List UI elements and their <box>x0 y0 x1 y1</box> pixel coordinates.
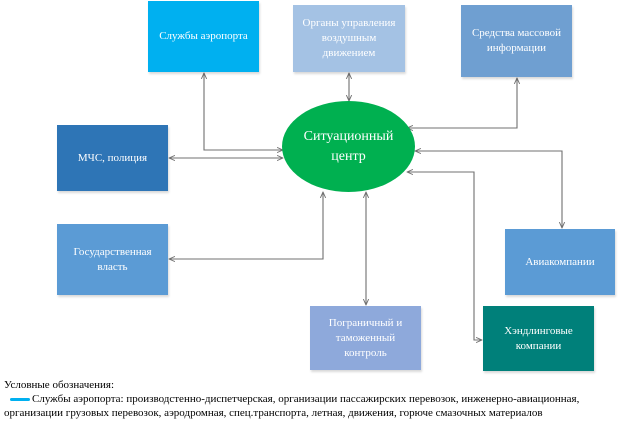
legend-text: Службы аэропорта: производстенно-диспетч… <box>4 393 580 419</box>
node-label: Средства массовой информации <box>471 27 562 54</box>
legend-title: Условные обозначения: <box>4 379 115 391</box>
node-government: Государственная власть <box>57 224 168 295</box>
legend-line-swatch <box>10 397 30 401</box>
node-border-customs: Пограничный и таможенный контроль <box>310 306 421 370</box>
node-emergency-police: МЧС, полиция <box>57 125 168 191</box>
node-mass-media: Средства массовой информации <box>461 5 572 77</box>
node-label: Государственная власть <box>73 245 152 273</box>
center-label: Ситуационный центр <box>303 128 394 164</box>
node-label: Органы управления воздушным движением <box>302 17 396 59</box>
node-label: Авиакомпании <box>525 255 595 268</box>
node-situation-center: Ситуационный центр <box>282 101 415 192</box>
node-handling: Хэндлинговые компании <box>483 306 594 371</box>
node-label: Пограничный и таможенный контроль <box>328 316 403 359</box>
node-airlines: Авиакомпании <box>505 229 615 295</box>
connector-handling <box>407 172 482 340</box>
legend: Условные обозначения: Службы аэропорта: … <box>4 378 616 420</box>
node-label: Службы аэропорта <box>159 30 248 42</box>
node-label: Хэндлинговые компании <box>504 324 573 352</box>
connector-government <box>169 192 323 259</box>
legend-entry: Службы аэропорта: производстенно-диспетч… <box>4 392 616 420</box>
connector-mass-media <box>407 78 517 128</box>
connector-airport-services <box>204 73 283 150</box>
node-label: МЧС, полиция <box>77 151 148 164</box>
node-air-traffic-control: Органы управления воздушным движением <box>293 5 405 72</box>
connector-airlines <box>415 151 562 228</box>
node-airport-services: Службы аэропорта <box>148 1 259 72</box>
